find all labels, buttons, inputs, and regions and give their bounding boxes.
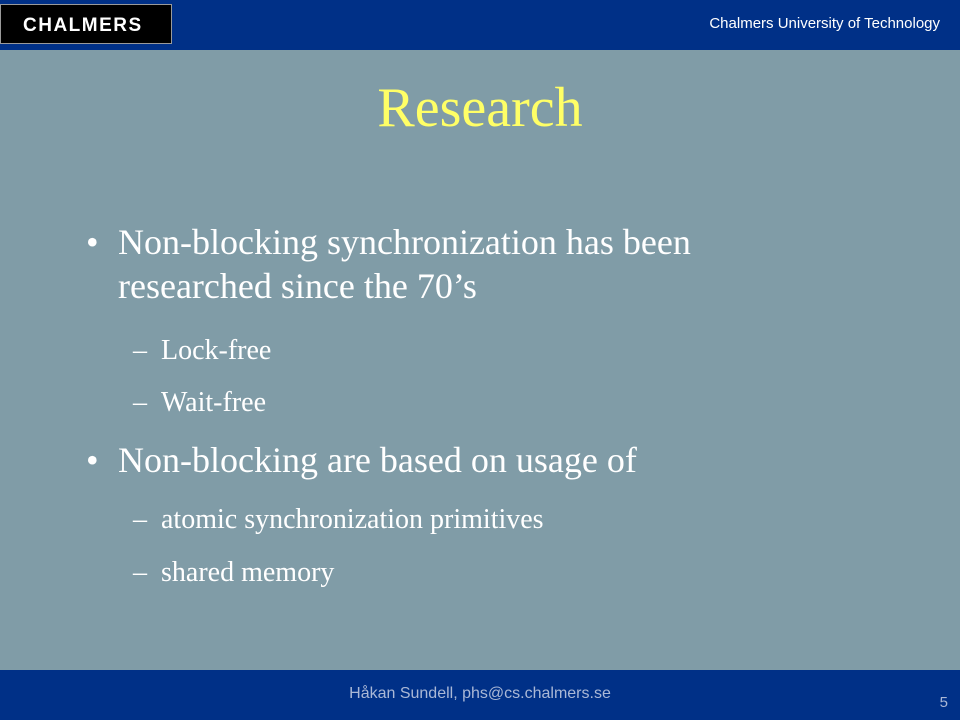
- bullet-item-1: • Non-blocking synchronization has been …: [86, 220, 838, 308]
- sub-item-wait-free: – Wait-free: [133, 386, 266, 420]
- header-bar: CHALMERS Chalmers University of Technolo…: [0, 0, 960, 50]
- bullet-text: Non-blocking are based on usage of: [118, 440, 637, 480]
- sub-item-atomic-primitives: – atomic synchronization primitives: [133, 503, 544, 537]
- sub-marker: –: [133, 557, 147, 588]
- bullet-text: Non-blocking synchronization has been re…: [118, 222, 691, 306]
- sub-marker: –: [133, 335, 147, 366]
- bullet-marker: •: [86, 440, 99, 480]
- footer-author: Håkan Sundell, phs@cs.chalmers.se: [349, 685, 611, 702]
- bullet-marker: •: [86, 222, 99, 262]
- university-name: Chalmers University of Technology: [709, 15, 940, 32]
- footer-bar: Håkan Sundell, phs@cs.chalmers.se 5: [0, 670, 960, 720]
- logo-text: CHALMERS: [23, 15, 143, 36]
- sub-item-shared-memory: – shared memory: [133, 556, 334, 590]
- sub-item-lock-free: – Lock-free: [133, 334, 271, 368]
- sub-marker: –: [133, 504, 147, 535]
- page-number: 5: [939, 694, 948, 711]
- sub-text: atomic synchronization primitives: [161, 504, 544, 535]
- sub-marker: –: [133, 387, 147, 418]
- sub-text: Lock-free: [161, 335, 272, 366]
- bullet-item-2: • Non-blocking are based on usage of: [86, 438, 838, 482]
- sub-text: Wait-free: [161, 387, 266, 418]
- chalmers-logo: CHALMERS: [0, 4, 172, 44]
- sub-text: shared memory: [161, 557, 335, 588]
- slide-title: Research: [377, 77, 583, 139]
